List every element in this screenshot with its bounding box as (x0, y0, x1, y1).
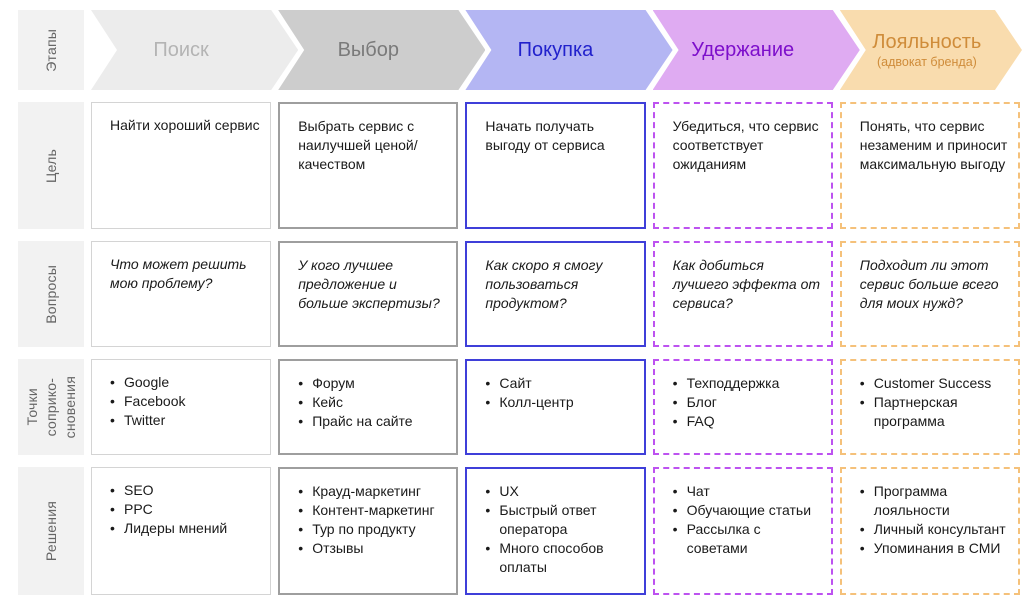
stage-arrow-purchase: Покупка (465, 10, 672, 90)
cell-goal-loyalty: Понять, что сервис незаменим и приносит … (839, 102, 1020, 229)
cell-goal-choice: Выбрать сервис с наилучшей ценой/качеств… (278, 102, 459, 229)
row-label-goal: Цель (18, 102, 84, 229)
list-item: Facebook (110, 392, 260, 411)
stage-header-purchase: Покупка (465, 10, 645, 90)
stage-header-retention: Удержание (653, 10, 833, 90)
list-item: Кейс (298, 393, 446, 412)
touchpoints-list-retention: ТехподдержкаБлогFAQ (673, 374, 821, 431)
row-label-touchpoints-text: Точки соприко- сновения (23, 375, 78, 439)
cell-solutions-purchase: UXБыстрый ответ оператораМного способов … (465, 467, 646, 595)
list-item: FAQ (673, 412, 821, 431)
cell-question-retention: Как добиться лучшего эффекта от сервиса? (652, 241, 833, 347)
touchpoints-list-loyalty: Customer SuccessПартнерская программа (860, 374, 1008, 431)
list-item: Контент-маркетинг (298, 501, 446, 520)
stage-title: Покупка (517, 38, 594, 61)
list-item: Обучающие статьи (673, 501, 821, 520)
row-label-stages: Этапы (18, 10, 84, 90)
row-label-questions-text: Вопросы (42, 264, 59, 324)
stage-arrow-search: Поиск (91, 10, 298, 90)
list-item: Быстрый ответ оператора (485, 501, 633, 539)
list-item: Личный консультант (860, 520, 1008, 539)
cell-touchpoints-choice: ФорумКейсПрайс на сайте (278, 359, 459, 455)
cell-goal-search: Найти хороший сервис (91, 102, 272, 229)
touchpoints-list-choice: ФорумКейсПрайс на сайте (298, 374, 446, 431)
solutions-list-purchase: UXБыстрый ответ оператораМного способов … (485, 482, 633, 577)
list-item: Техподдержка (673, 374, 821, 393)
cell-question-purchase: Как скоро я смогу пользоваться продуктом… (465, 241, 646, 347)
stage-title: Удержание (691, 38, 795, 61)
stage-arrow-loyalty: Лояльность (адвокат бренда) (840, 10, 1022, 90)
list-item: Упоминания в СМИ (860, 539, 1008, 558)
cell-touchpoints-search: GoogleFacebookTwitter (91, 359, 272, 455)
list-item: Сайт (485, 374, 633, 393)
touchpoints-list-purchase: СайтКолл-центр (485, 374, 633, 412)
list-item: Чат (673, 482, 821, 501)
solutions-list-loyalty: Программа лояльностиЛичный консультантУп… (860, 482, 1008, 558)
list-item: SEO (110, 481, 260, 500)
stage-header-search: Поиск (91, 10, 271, 90)
list-item: Много способов оплаты (485, 539, 633, 577)
cell-solutions-choice: Крауд-маркетингКонтент-маркетингТур по п… (278, 467, 459, 595)
stage-arrow-choice: Выбор (278, 10, 485, 90)
solutions-list-choice: Крауд-маркетингКонтент-маркетингТур по п… (298, 482, 446, 558)
stage-header-choice: Выбор (278, 10, 458, 90)
solutions-list-retention: ЧатОбучающие статьиРассылка с советами (673, 482, 821, 558)
stage-title: Лояльность (872, 31, 982, 53)
list-item: Лидеры мнений (110, 519, 260, 538)
cell-question-search: Что может решить мою проблему? (91, 241, 272, 347)
cell-touchpoints-loyalty: Customer SuccessПартнерская программа (839, 359, 1020, 455)
cell-goal-purchase: Начать получать выгоду от сервиса (465, 102, 646, 229)
list-item: Форум (298, 374, 446, 393)
row-label-stages-text: Этапы (42, 28, 59, 72)
cell-solutions-loyalty: Программа лояльностиЛичный консультантУп… (839, 467, 1020, 595)
stage-header-loyalty: Лояльность (адвокат бренда) (840, 10, 1020, 90)
row-label-solutions-text: Решения (42, 500, 59, 562)
touchpoints-list-search: GoogleFacebookTwitter (110, 373, 260, 430)
list-item: Тур по продукту (298, 520, 446, 539)
list-item: Программа лояльности (860, 482, 1008, 520)
row-label-goal-text: Цель (42, 148, 59, 183)
row-label-touchpoints: Точки соприко- сновения (18, 359, 84, 455)
cell-touchpoints-purchase: СайтКолл-центр (465, 359, 646, 455)
stage-subtitle: (адвокат бренда) (876, 55, 977, 69)
list-item: Google (110, 373, 260, 392)
row-label-questions: Вопросы (18, 241, 84, 347)
list-item: Партнерская программа (860, 393, 1008, 431)
list-item: Колл-центр (485, 393, 633, 412)
list-item: Отзывы (298, 539, 446, 558)
cell-solutions-retention: ЧатОбучающие статьиРассылка с советами (652, 467, 833, 595)
stage-title: Выбор (337, 38, 399, 61)
list-item: Twitter (110, 411, 260, 430)
solutions-list-search: SEOPPCЛидеры мнений (110, 481, 260, 538)
list-item: PPC (110, 500, 260, 519)
cell-question-choice: У кого лучшее предложение и больше экспе… (278, 241, 459, 347)
row-label-solutions: Решения (18, 467, 84, 595)
cell-question-loyalty: Подходит ли этот сервис больше всего для… (839, 241, 1020, 347)
stage-title: Поиск (153, 38, 209, 61)
list-item: Блог (673, 393, 821, 412)
list-item: Customer Success (860, 374, 1008, 393)
stage-arrow-retention: Удержание (653, 10, 860, 90)
cell-touchpoints-retention: ТехподдержкаБлогFAQ (652, 359, 833, 455)
cell-goal-retention: Убедиться, что сервис соответствует ожид… (652, 102, 833, 229)
cell-solutions-search: SEOPPCЛидеры мнений (91, 467, 272, 595)
list-item: UX (485, 482, 633, 501)
list-item: Рассылка с советами (673, 520, 821, 558)
list-item: Крауд-маркетинг (298, 482, 446, 501)
list-item: Прайс на сайте (298, 412, 446, 431)
